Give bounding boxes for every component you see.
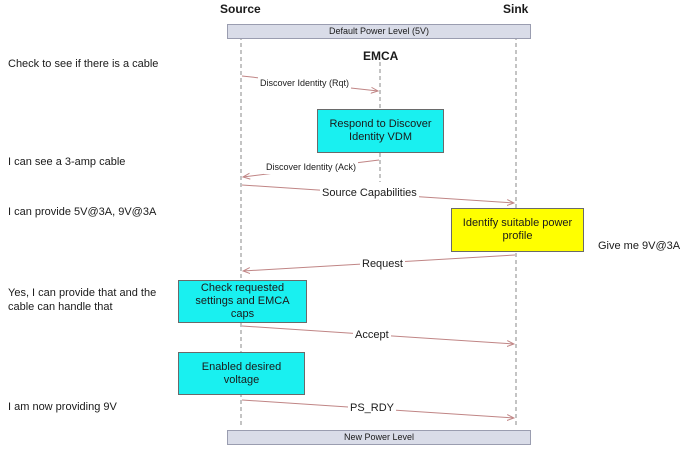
note-providing: I am now providing 9V: [8, 401, 117, 413]
respond-box: Respond to Discover Identity VDM: [317, 109, 444, 153]
label-request: Request: [360, 258, 405, 271]
note-give-me: Give me 9V@3A: [598, 240, 681, 252]
label-ps-rdy: PS_RDY: [348, 402, 397, 415]
check-box: Check requested settings and EMCA caps: [178, 280, 307, 323]
note-cable-check: Check to see if there is a cable: [8, 58, 159, 70]
note-three-amp: I can see a 3-amp cable: [8, 156, 126, 168]
note-yes-line1: Yes, I can provide that and the: [8, 287, 157, 299]
note-yes-line2: cable can handle that: [8, 301, 113, 313]
note-provide: I can provide 5V@3A, 9V@3A: [8, 206, 157, 218]
label-discover-ack: Discover Identity (Ack): [264, 161, 359, 174]
label-discover-rqt: Discover Identity (Rqt): [258, 77, 352, 90]
source-header: Source: [220, 2, 261, 16]
new-power-bar: New Power Level: [227, 430, 531, 445]
default-power-bar: Default Power Level (5V): [227, 24, 531, 39]
label-source-caps: Source Capabilities: [320, 187, 419, 200]
enabled-box: Enabled desired voltage: [178, 352, 305, 395]
emca-header: EMCA: [363, 49, 399, 63]
sink-header: Sink: [503, 2, 529, 16]
identify-box: Identify suitable power profile: [451, 208, 584, 252]
label-accept: Accept: [353, 329, 391, 342]
